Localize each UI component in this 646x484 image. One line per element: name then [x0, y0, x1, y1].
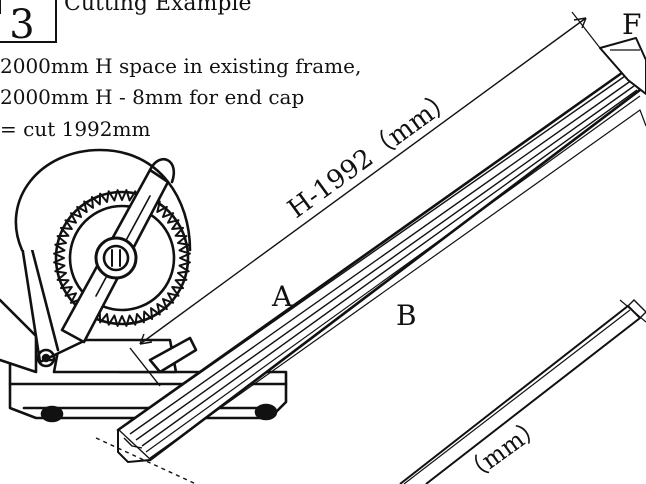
part-label-a: A [271, 280, 293, 313]
step-number-box: 3 [0, 0, 57, 48]
extension-line [571, 11, 601, 49]
second-profile [399, 299, 646, 484]
miter-saw-illustration [0, 148, 288, 423]
step-title: Cutting Example [64, 0, 252, 16]
note-line-1: 2000mm H space in existing frame, [0, 54, 361, 78]
part-label-b: B [396, 299, 417, 332]
dimension-label: H-1992（mm） [282, 83, 461, 224]
note-line-2: 2000mm H - 8mm for end cap [0, 85, 304, 109]
dimension-line [129, 17, 587, 387]
profile-extrusion [116, 37, 646, 463]
note-line-3: = cut 1992mm [0, 117, 150, 141]
cut-instructions: 2000mm H space in existing frame, 2000mm… [0, 54, 361, 141]
part-label-f: F [622, 8, 641, 41]
cut-line [95, 437, 197, 484]
step-number: 3 [9, 2, 34, 48]
lower-extension-line [619, 299, 646, 323]
